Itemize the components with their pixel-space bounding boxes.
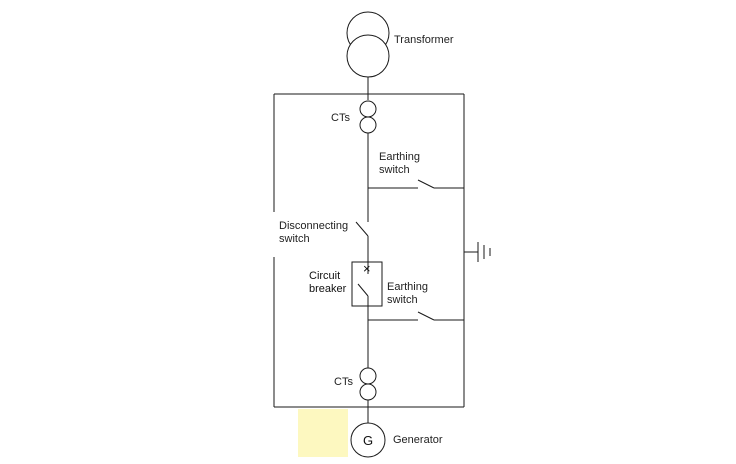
- circuit-breaker-label-line2: breaker: [309, 283, 347, 295]
- earthing-switch-bottom-label-line2: switch: [387, 294, 418, 306]
- circuit-breaker-x-mark: ×: [363, 261, 371, 276]
- generator-letter: G: [363, 433, 373, 448]
- ct-top-symbol: [359, 100, 377, 134]
- earthing-switch-top-label-line2: switch: [379, 164, 410, 176]
- earthing-switch-bottom-label-line1: Earthing: [387, 281, 428, 293]
- highlight-patch: [298, 409, 348, 457]
- transformer-label: Transformer: [394, 34, 454, 46]
- earth-ground-icon: [464, 242, 491, 262]
- circuit-breaker-symbol: [351, 261, 383, 307]
- earthing-switch-bottom-symbol: [368, 311, 464, 321]
- switchgear-enclosure: [273, 93, 465, 408]
- earthing-switch-top-symbol: [368, 179, 464, 189]
- ct-bottom-label: CTs: [334, 376, 353, 388]
- circuit-breaker-label-line1: Circuit: [309, 270, 340, 282]
- ct-top-label: CTs: [331, 112, 350, 124]
- disconnecting-switch-label-line1: Disconnecting: [279, 220, 348, 232]
- transformer-symbol: [346, 11, 390, 78]
- generator-symbol: [350, 422, 386, 458]
- disconnecting-switch-blade: [355, 221, 369, 237]
- ct-bottom-symbol: [359, 367, 377, 401]
- disconnecting-switch-label-line2: switch: [279, 233, 310, 245]
- earthing-switch-top-label-line1: Earthing: [379, 151, 420, 163]
- generator-label: Generator: [393, 434, 443, 446]
